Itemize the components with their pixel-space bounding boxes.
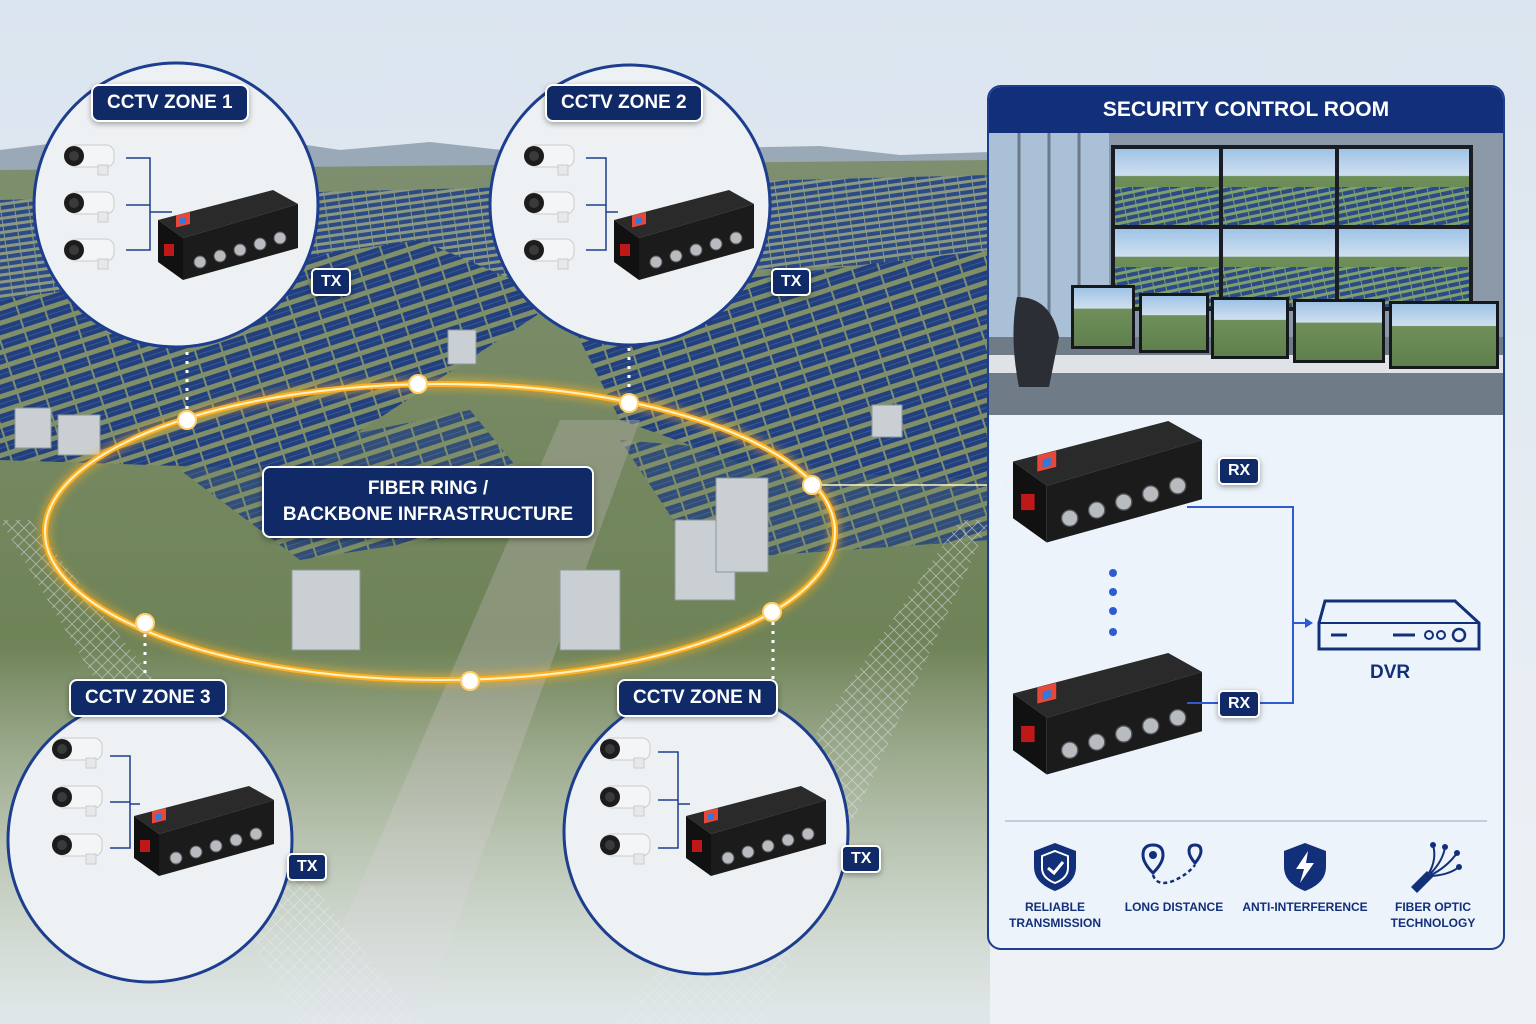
control-room-illustration [989, 133, 1503, 822]
feature-reliable-line2: TRANSMISSION [1008, 916, 1101, 930]
zone-1-circle [32, 61, 320, 349]
zone-2-circle [488, 63, 772, 347]
feature-anti-interference-line1: ANTI-INTERFERENCE [1242, 900, 1368, 914]
dvr-icon [1317, 599, 1481, 651]
zone-n-tx-badge: TX [841, 845, 882, 873]
zone-3-label: CCTV ZONE 3 [69, 679, 227, 717]
feature-fiber-optic-line1: FIBER OPTIC [1394, 900, 1471, 914]
office-chair [1013, 297, 1059, 387]
feature-reliable-line1: RELIABLE [1025, 900, 1085, 914]
ring-node [762, 602, 782, 622]
zone-2-tx-badge: TX [771, 268, 812, 296]
feature-fiber-optic-technology: FIBER OPTIC TECHNOLOGY [1363, 841, 1503, 931]
zone-n-label: CCTV ZONE N [617, 679, 778, 717]
receiver-2-badge: RX [1218, 690, 1261, 718]
fiber-ring-label-line2: BACKBONE INFRASTRUCTURE [282, 504, 574, 525]
fiber-ring-label-line1: FIBER RING / [367, 478, 489, 499]
zone-2-label: CCTV ZONE 2 [545, 84, 703, 122]
ring-node [408, 374, 428, 394]
security-control-room-panel: SECURITY CONTROL ROOM [987, 85, 1505, 950]
receiver-1-badge: RX [1218, 457, 1261, 485]
control-room-title: SECURITY CONTROL ROOM [989, 87, 1503, 133]
rx-to-dvr-lines [1187, 506, 1309, 704]
route-pin-icon [1141, 843, 1203, 885]
ring-node [802, 475, 822, 495]
fiber-ring-label: FIBER RING / BACKBONE INFRASTRUCTURE [262, 466, 594, 538]
zone-3-tx-badge: TX [287, 853, 328, 881]
video-wall [1115, 149, 1469, 307]
fiber-optic-icon [1411, 842, 1462, 893]
ring-node [460, 671, 480, 691]
feature-fiber-optic-line2: TECHNOLOGY [1390, 916, 1476, 930]
lightning-shield-icon [1284, 843, 1326, 891]
zone-1-label: CCTV ZONE 1 [91, 84, 249, 122]
ring-node [135, 613, 155, 633]
feature-reliable-transmission: RELIABLE TRANSMISSION [989, 841, 1125, 931]
feature-long-distance-line1: LONG DISTANCE [1124, 900, 1224, 914]
desk-monitors [1071, 285, 1499, 369]
dvr-label: DVR [1370, 662, 1411, 683]
ring-node [619, 393, 639, 413]
zone-3-circle [6, 696, 294, 984]
video-converter-rx-1 [1012, 420, 1203, 544]
ring-node [177, 410, 197, 430]
feature-anti-interference: ANTI-INTERFERENCE [1235, 841, 1375, 915]
video-converter-rx-2 [1012, 652, 1203, 776]
zone-1-tx-badge: TX [311, 268, 352, 296]
more-receivers-dots [1109, 569, 1117, 636]
zone-n-circle [562, 688, 850, 976]
feature-long-distance: LONG DISTANCE [1104, 841, 1244, 915]
shield-icon [1034, 843, 1076, 891]
